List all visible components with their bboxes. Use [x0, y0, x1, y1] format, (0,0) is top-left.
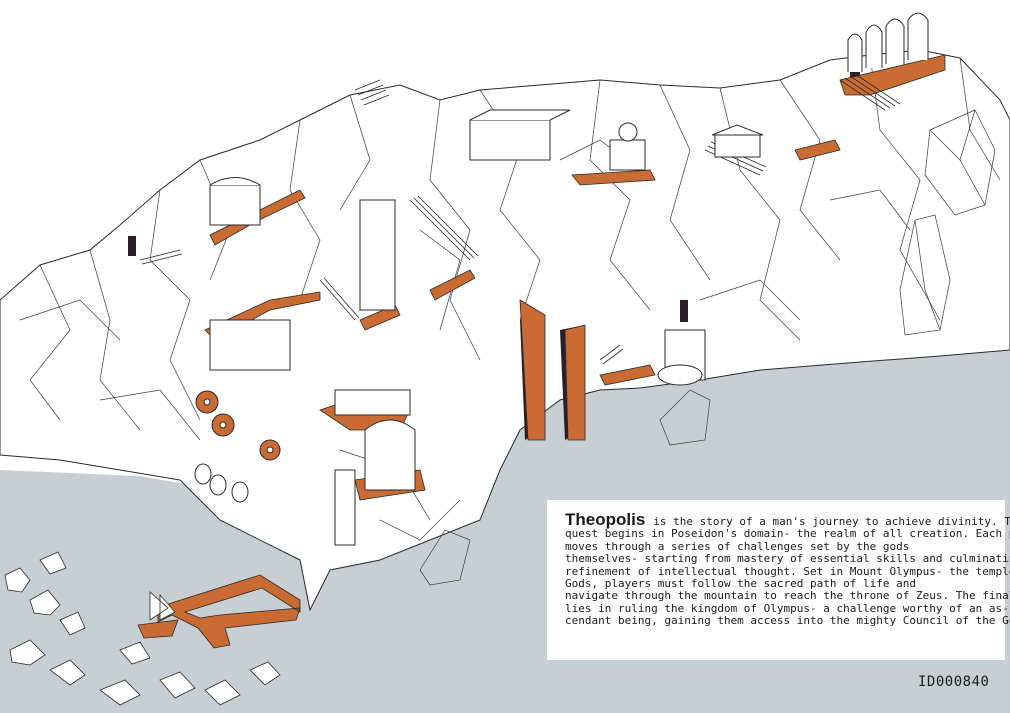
description-line: is the story of a man's journey to achie… — [653, 515, 1010, 528]
description-line: quest begins in Poseidon's domain- the r… — [565, 527, 1010, 541]
structures — [209, 12, 929, 546]
ship-and-sea-rocks — [4, 551, 281, 706]
description-line: refinement of intellectual thought. Set … — [565, 564, 1010, 578]
description-first-row: Theopolis is the story of a man's journe… — [565, 510, 1010, 529]
description-line: themselves- starting from mastery of ess… — [565, 552, 1010, 566]
description-panel: Theopolis is the story of a man's journe… — [547, 500, 1010, 660]
description-line: navigate through the mountain to reach t… — [565, 589, 1010, 603]
poster-title: Theopolis — [565, 510, 646, 529]
project-id-label: ID000840 — [918, 674, 990, 690]
description-line: lies in ruling the kingdom of Olympus- a… — [565, 601, 1009, 615]
description-line: cendant being, gaining them access into … — [565, 614, 1010, 628]
description-line: Gods, players must follow the sacred pat… — [565, 577, 916, 591]
description-line: moves through a series of challenges set… — [565, 539, 910, 553]
barrels — [194, 463, 249, 503]
gears — [195, 390, 281, 461]
